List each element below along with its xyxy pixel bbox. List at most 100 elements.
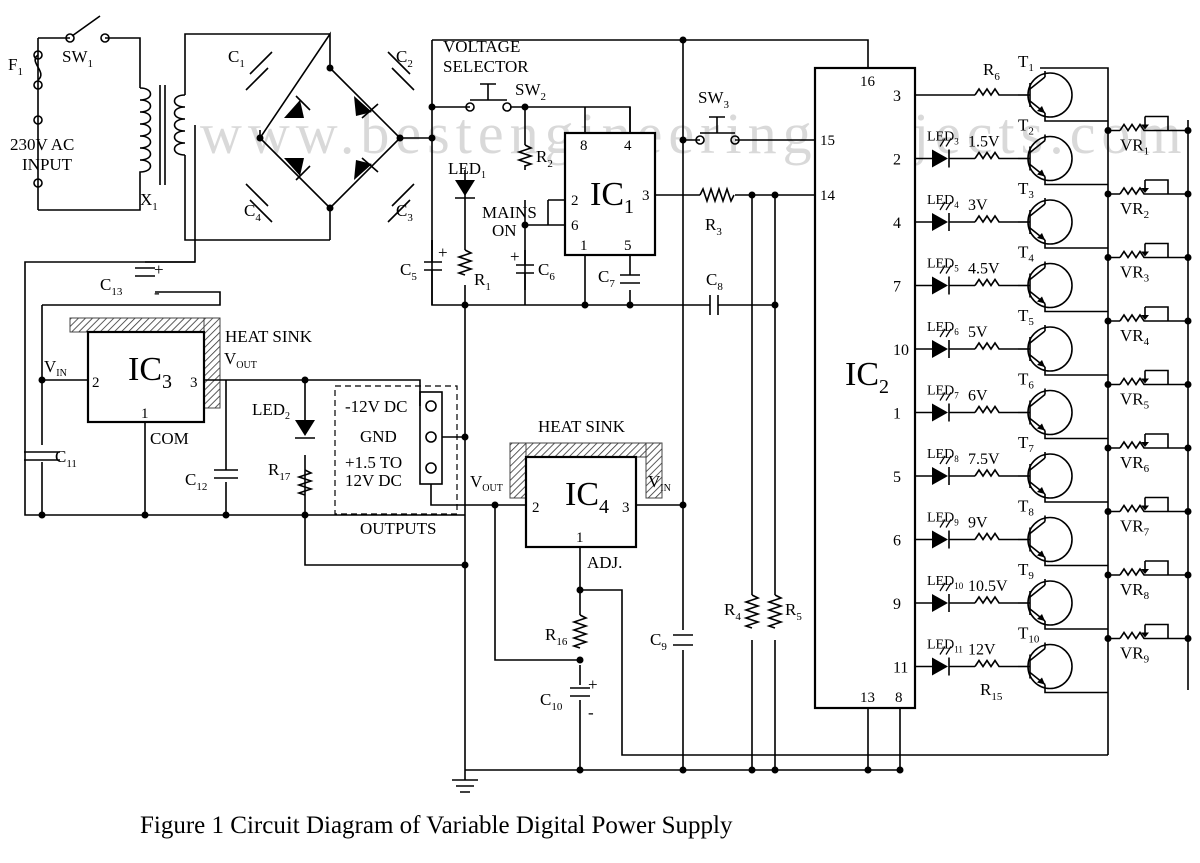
c8-label: C8 (706, 270, 723, 293)
control-section (432, 36, 869, 770)
transistor-label: T8 (1018, 497, 1034, 519)
led-symbol (932, 403, 948, 422)
bridge-rectifier (245, 31, 432, 240)
junction-dot (1184, 190, 1192, 198)
led-label: LED3 (927, 130, 959, 147)
ic3-com-label: COM (150, 429, 189, 448)
output-neg12-label: -12V DC (345, 397, 408, 416)
led-rays (939, 455, 952, 465)
ic2-output-pin-label: 4 (893, 215, 901, 232)
ic4-adj-label: ADJ. (587, 553, 622, 572)
sw2-label: SW2 (515, 80, 546, 103)
ic2-pin-15: 15 (820, 133, 835, 149)
transistor-symbol (1027, 135, 1073, 182)
ic2-output-pin-label: 3 (893, 88, 901, 105)
c10-minus: - (588, 703, 594, 722)
preset-wiper (1144, 496, 1169, 512)
voltage-label: 4.5V (968, 261, 1000, 278)
preset-wiper (1144, 115, 1169, 131)
emitter-arrow (1037, 169, 1045, 177)
fuse-symbol (34, 54, 42, 81)
emitter-wire (1044, 494, 1108, 503)
voltage-label: 10.5V (968, 578, 1008, 595)
junction-dot (1184, 254, 1192, 261)
led-rays (939, 582, 952, 592)
ic3-vin-label: VIN (44, 357, 67, 379)
emitter-wire (1044, 430, 1108, 440)
transistor-symbol (1027, 580, 1073, 626)
led-symbol (932, 467, 948, 485)
base-resistor (974, 659, 1018, 668)
led-symbol (932, 276, 948, 295)
preset-label: VR6 (1120, 453, 1150, 475)
transistor-collector (1029, 647, 1046, 662)
r4-label: R4 (724, 600, 741, 623)
preset-label: VR5 (1120, 390, 1150, 412)
ic4-label: IC4 (565, 476, 609, 518)
emitter-arrow (1037, 487, 1045, 494)
transistor-symbol (1027, 199, 1073, 245)
led-label: LED7 (927, 384, 959, 401)
emitter-wire (1044, 240, 1108, 249)
c4-label: C4 (244, 201, 261, 224)
r3-label: R3 (705, 215, 722, 238)
transistor-label: T3 (1018, 179, 1034, 201)
junction-dot (1184, 381, 1192, 388)
emitter-wire (1044, 684, 1108, 694)
voltage-label: 7.5V (968, 451, 1000, 468)
preset-resistor (1119, 186, 1170, 196)
preset-resistor (1119, 250, 1170, 259)
led-label: LED11 (927, 638, 963, 655)
ic4-pin-3: 3 (622, 500, 630, 516)
transistor-collector (1029, 203, 1046, 217)
wiper-arrow (1141, 505, 1149, 511)
c3-label: C3 (396, 201, 413, 224)
led-symbol (932, 657, 948, 676)
ground-rail (452, 766, 904, 793)
ac-input-line1: 230V AC (10, 135, 74, 154)
preset-resistor (1119, 567, 1170, 577)
heat-sink-label-ic4: HEAT SINK (538, 417, 626, 436)
preset-resistor (1119, 313, 1170, 323)
transistor-collector (1029, 520, 1046, 535)
led-label: LED9 (927, 511, 959, 528)
base-resistor (974, 151, 1018, 160)
ic4-vout-label: VOUT (470, 472, 503, 494)
ic1-pin-8: 8 (580, 138, 588, 154)
led-rays (939, 265, 952, 274)
preset-wiper (1144, 623, 1169, 639)
junction-dot (1184, 317, 1192, 325)
led-label: LED10 (927, 574, 964, 591)
c6-label: C6 (538, 260, 555, 283)
base-resistor (974, 468, 1018, 478)
output-gnd-label: GND (360, 427, 397, 446)
transistor-collector (1029, 139, 1046, 154)
circuit-schematic: F1 SW1 230V AC INPUT X1 VOLTAGE SELECTOR… (8, 15, 1192, 793)
junction-dot (1104, 190, 1112, 198)
ic2-output-pin-label: 1 (893, 406, 901, 423)
mains-on-label1: MAINS (482, 203, 537, 222)
ic1-pin-6: 6 (571, 218, 579, 234)
led-label: LED4 (927, 193, 959, 210)
transistor-label: T1 (1018, 52, 1034, 74)
c12-label: C12 (185, 470, 207, 493)
preset-label: VR2 (1120, 199, 1149, 221)
sw1-label: SW1 (62, 47, 93, 70)
output-var-label2: 12V DC (345, 471, 402, 490)
junction-dot (1184, 571, 1192, 579)
preset-resistor (1119, 123, 1170, 132)
emitter-arrow (1037, 614, 1045, 621)
transistor-collector (1029, 584, 1046, 598)
wiper-arrow (1141, 632, 1149, 638)
led-symbol (932, 594, 948, 612)
c2-label: C2 (396, 47, 413, 70)
transistor-collector (1029, 76, 1046, 90)
junction-dot (1184, 127, 1192, 134)
ic2-output-pin-label: 11 (893, 660, 908, 677)
wiper-arrow (1141, 315, 1149, 320)
transistor-collector (1029, 393, 1046, 408)
transistor-collector (1029, 457, 1046, 471)
preset-wiper (1144, 560, 1169, 575)
r15-label: R15 (980, 680, 1003, 703)
transistor-symbol (1027, 72, 1073, 118)
